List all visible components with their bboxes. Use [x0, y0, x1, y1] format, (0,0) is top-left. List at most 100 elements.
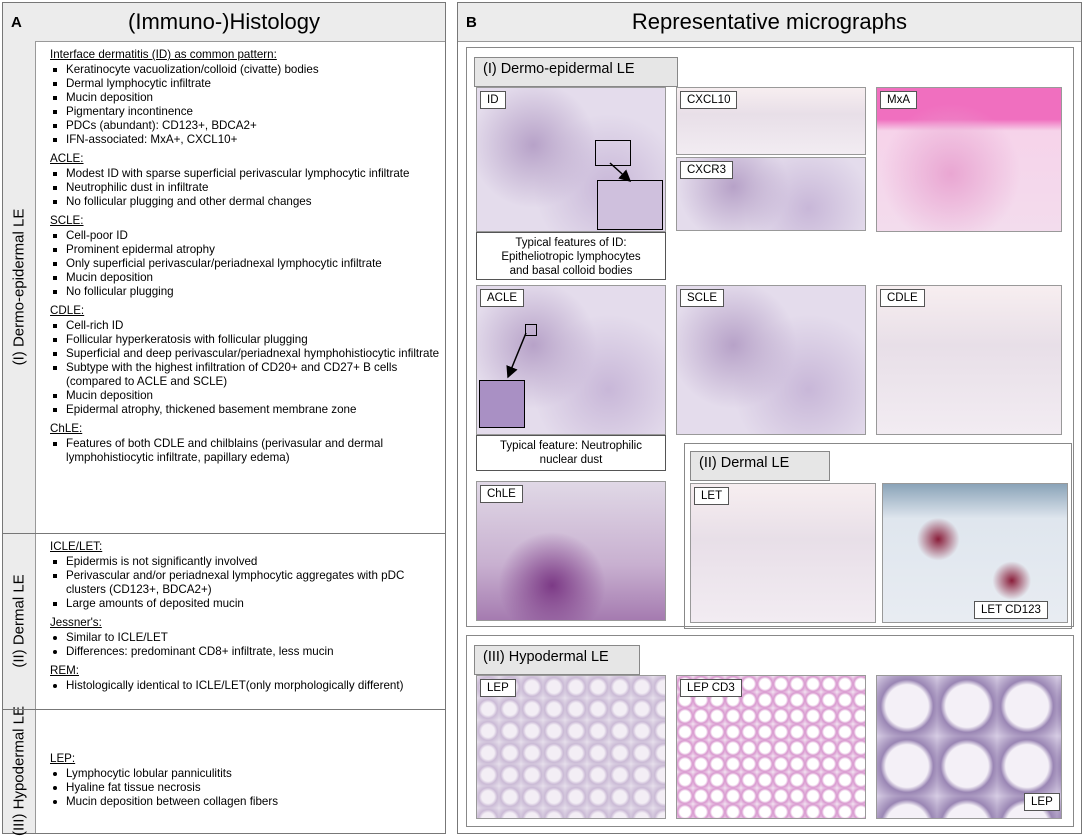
zoom-box — [525, 324, 537, 336]
list-item: Cell-rich ID — [53, 319, 440, 333]
micrograph-label: LEP — [1024, 793, 1060, 811]
section-jessner: Jessner's: Similar to ICLE/LET Differenc… — [50, 616, 440, 659]
section-icle-let: ICLE/LET: Epidermis is not significantly… — [50, 540, 440, 611]
list-item: Prominent epidermal atrophy — [53, 243, 440, 257]
zoom-box — [595, 140, 631, 166]
section-heading: ChLE: — [50, 422, 83, 435]
zoom-inset — [597, 180, 663, 230]
micrograph-chle — [476, 481, 666, 621]
micrograph-lep-cd3 — [676, 675, 866, 819]
list-item: Only superficial perivascular/periadnexa… — [53, 257, 440, 271]
divider — [3, 533, 445, 534]
list-item: Mucin deposition — [53, 271, 440, 285]
micrograph-label: ChLE — [480, 485, 523, 503]
group-hypodermal-label: (III) Hypodermal LE — [474, 645, 640, 675]
section-heading: Jessner's: — [50, 616, 102, 629]
micrograph-label: MxA — [880, 91, 917, 109]
list-item: Perivascular and/or periadnexal lymphocy… — [53, 569, 440, 597]
section-lep: LEP: Lymphocytic lobular panniculitits H… — [50, 752, 440, 809]
micrograph-label: CDLE — [880, 289, 925, 307]
micrograph-label: ID — [480, 91, 506, 109]
list-item: Follicular hyperkeratosis with follicula… — [53, 333, 440, 347]
section-heading: LEP: — [50, 752, 76, 765]
list-item: Cell-poor ID — [53, 229, 440, 243]
list-item: Mucin deposition between collagen fibers — [53, 795, 440, 809]
micrograph-label: SCLE — [680, 289, 725, 307]
caption-line: nuclear dust — [539, 454, 603, 466]
micrograph-mxa — [876, 87, 1062, 232]
list-item: Pigmentary incontinence — [53, 105, 440, 119]
section-heading: CDLE: — [50, 304, 85, 317]
list-item: Mucin deposition — [53, 91, 440, 105]
caption-line: and basal colloid bodies — [509, 265, 633, 277]
list-item: Histologically identical to ICLE/LET(onl… — [53, 679, 440, 693]
group-dermo-epidermal-box — [466, 47, 1074, 627]
caption-acle: Typical feature: Neutrophilic nuclear du… — [476, 435, 666, 471]
section-heading: SCLE: — [50, 214, 84, 227]
micrograph-acle — [476, 285, 666, 435]
micrograph-label: CXCR3 — [680, 161, 733, 179]
section-acle: ACLE: Modest ID with sparse superficial … — [50, 152, 440, 209]
micrograph-cdle — [876, 285, 1062, 435]
section-group-dermo-epidermal: Interface dermatitis (ID) as common patt… — [50, 43, 440, 465]
panel-b-title: Representative micrographs — [631, 9, 908, 34]
list-item: Dermal lymphocytic infiltrate — [53, 77, 440, 91]
caption-id: Typical features of ID: Epitheliotropic … — [476, 232, 666, 280]
section-group-hypodermal: LEP: Lymphocytic lobular panniculitits H… — [50, 747, 440, 809]
panel-b-header: B Representative micrographs — [458, 3, 1081, 42]
list-item: Mucin deposition — [53, 389, 440, 403]
micrograph-id — [476, 87, 666, 232]
list-item: No follicular plugging and other dermal … — [53, 195, 440, 209]
list-item: Large amounts of deposited mucin — [53, 597, 440, 611]
section-heading: REM: — [50, 664, 79, 677]
list-item: Differences: predominant CD8+ infiltrate… — [53, 645, 440, 659]
caption-line: Epitheliotropic lymphocytes — [501, 251, 641, 263]
section-heading: ICLE/LET: — [50, 540, 103, 553]
list-item: IFN-associated: MxA+, CXCL10+ — [53, 133, 440, 147]
panel-a-title: (Immuno-)Histology — [128, 9, 320, 34]
section-chle: ChLE: Features of both CDLE and chilblai… — [50, 422, 440, 465]
micrograph-let-cd123 — [882, 483, 1068, 623]
section-scle: SCLE: Cell-poor ID Prominent epidermal a… — [50, 214, 440, 299]
micrograph-label: LEP — [480, 679, 516, 697]
list-item: Neutrophilic dust in infiltrate — [53, 181, 440, 195]
panel-b: B Representative micrographs (I) Dermo-e… — [457, 2, 1082, 834]
section-cdle: CDLE: Cell-rich ID Follicular hyperkerat… — [50, 304, 440, 417]
micrograph-label: ACLE — [480, 289, 525, 307]
list-item: No follicular plugging — [53, 285, 440, 299]
list-item: Keratinocyte vacuolization/colloid (civa… — [53, 63, 440, 77]
zoom-inset — [479, 380, 525, 428]
section-group-dermal: ICLE/LET: Epidermis is not significantly… — [50, 535, 440, 693]
section-id: Interface dermatitis (ID) as common patt… — [50, 48, 440, 147]
group-dermal-label: (II) Dermal LE — [690, 451, 830, 481]
side-label-dermo-epidermal: (I) Dermo-epidermal LE — [3, 41, 36, 533]
panel-a: A (Immuno-)Histology (I) Dermo-epidermal… — [2, 2, 446, 836]
list-item: Subtype with the highest infiltration of… — [53, 361, 440, 389]
list-item: Superficial and deep perivascular/periad… — [53, 347, 440, 360]
caption-line: Typical feature: Neutrophilic — [500, 440, 642, 452]
list-item: Lymphocytic lobular panniculitits — [53, 767, 440, 781]
group-dermo-epidermal-label: (I) Dermo-epidermal LE — [474, 57, 678, 87]
list-item: Epidermis is not significantly involved — [53, 555, 440, 569]
list-item: Epidermal atrophy, thickened basement me… — [53, 403, 440, 417]
list-item: Modest ID with sparse superficial periva… — [53, 167, 440, 181]
micrograph-label: LET — [694, 487, 730, 505]
list-item: Features of both CDLE and chilblains (pe… — [53, 437, 440, 465]
micrograph-lep — [476, 675, 666, 819]
list-item: Similar to ICLE/LET — [53, 631, 440, 645]
micrograph-cxcr3 — [676, 157, 866, 231]
panel-a-header: A (Immuno-)Histology — [3, 3, 445, 42]
section-heading: Interface dermatitis (ID) as common patt… — [50, 48, 277, 61]
caption-line: Typical features of ID: — [515, 237, 627, 249]
group-hypodermal-box — [466, 635, 1074, 827]
divider — [3, 709, 445, 710]
panel-b-letter: B — [466, 14, 477, 31]
section-rem: REM: Histologically identical to ICLE/LE… — [50, 664, 440, 693]
section-heading: ACLE: — [50, 152, 84, 165]
panel-a-letter: A — [11, 14, 22, 31]
side-label-hypodermal: (III) Hypodermal LE — [3, 706, 36, 836]
group-dermal-box — [684, 443, 1072, 629]
list-item: Hyaline fat tissue necrosis — [53, 781, 440, 795]
micrograph-let — [690, 483, 876, 623]
micrograph-label: LEP CD3 — [680, 679, 742, 697]
